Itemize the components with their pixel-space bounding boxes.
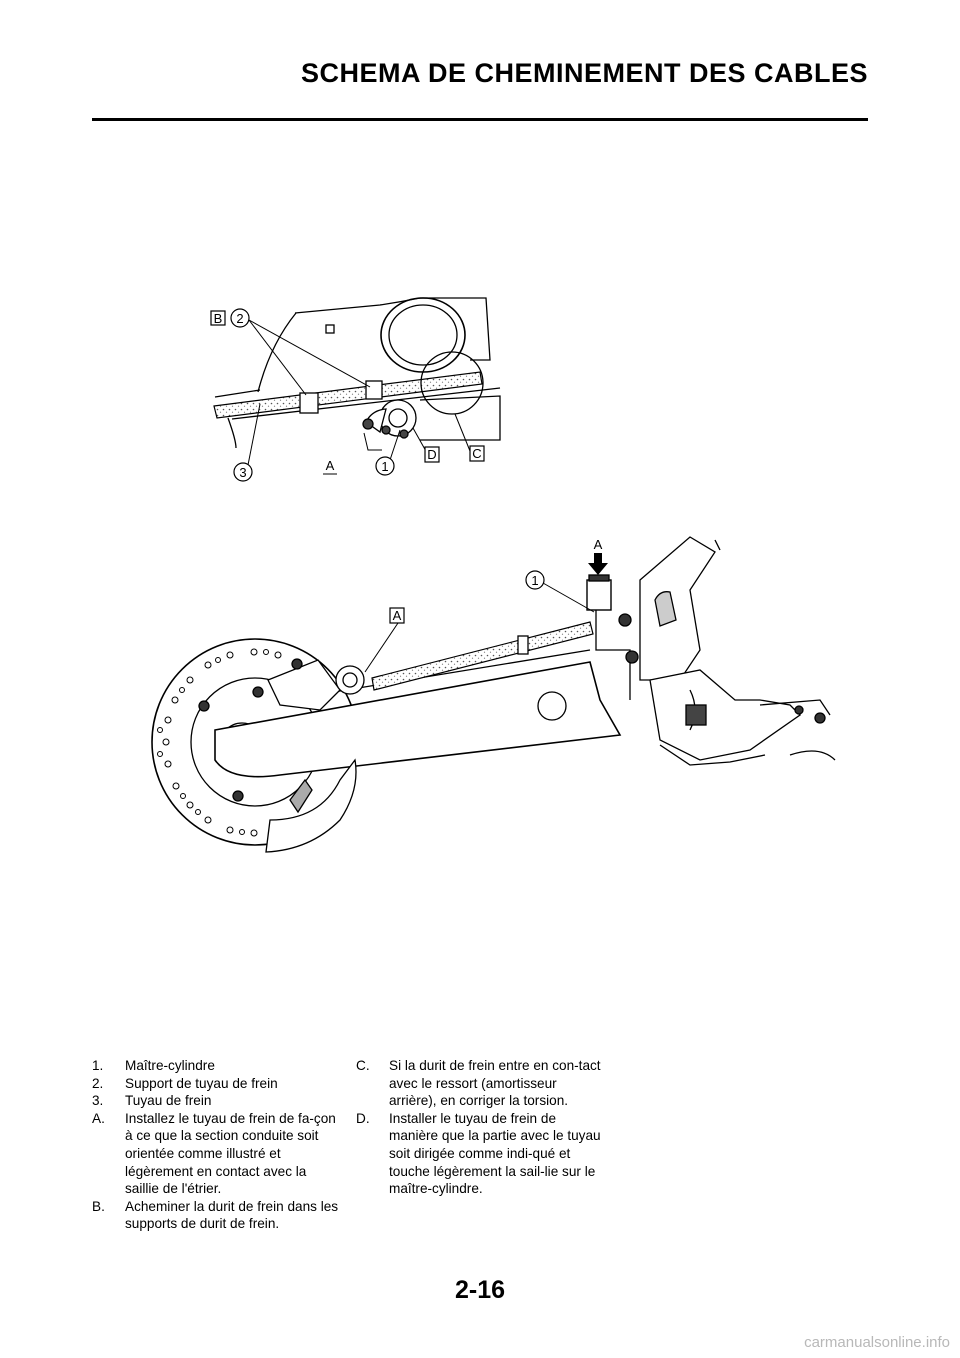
- page-title: SCHEMA DE CHEMINEMENT DES CABLES: [300, 58, 868, 88]
- legend-key: C.: [356, 1058, 370, 1073]
- callout-circle-2: [230, 308, 250, 328]
- legend-item: 1. Maître-cylindre: [92, 1057, 342, 1075]
- callout-a-underlined: A: [326, 458, 335, 473]
- arrow-label-a: A: [594, 537, 603, 552]
- down-arrow-icon: [588, 563, 608, 575]
- legend-text: Installez le tuyau de frein de fa-çon à …: [125, 1110, 336, 1197]
- legend-right: C. Si la durit de frein entre en con-tact…: [356, 1057, 606, 1198]
- legend-key: 2.: [92, 1075, 104, 1091]
- legend-text: Tuyau de frein: [125, 1093, 212, 1109]
- top-figure: [213, 297, 501, 466]
- callout-1: 1: [381, 459, 388, 474]
- legend-item: B. Acheminer la durit de frein dans les s…: [92, 1198, 342, 1233]
- callout-b: B: [214, 311, 223, 326]
- legend-item: C. Si la durit de frein entre en con-tact…: [356, 1057, 606, 1110]
- bottom-figure: [151, 536, 836, 853]
- legend-text: Si la durit de frein entre en con-tact a…: [389, 1058, 601, 1109]
- header-rule: [92, 118, 868, 121]
- callout-c: C: [472, 446, 481, 461]
- legend-key: A.: [92, 1110, 105, 1126]
- watermark: carmanualsonline.info: [804, 1334, 950, 1351]
- legend-item: 3. Tuyau de frein: [92, 1092, 342, 1110]
- callout-box-b: [210, 310, 226, 326]
- legend-item: D. Installer le tuyau de frein de manière…: [356, 1110, 606, 1198]
- legend-key: 3.: [92, 1093, 104, 1109]
- arrow-shaft: [594, 553, 602, 565]
- callout-box-d: [424, 446, 440, 463]
- legend-text: Maître-cylindre: [125, 1058, 215, 1073]
- callout-1-bottom: 1: [531, 573, 538, 588]
- legend-left: 1. Maître-cylindre 2. Support de tuyau de …: [92, 1057, 342, 1233]
- callout-circle-1-bottom: [525, 570, 545, 590]
- legend-key: 1.: [92, 1058, 104, 1073]
- callout-d: D: [427, 447, 436, 462]
- callout-box-a-bottom: [389, 607, 405, 624]
- legend-text: Installer le tuyau de frein de manière q…: [389, 1110, 601, 1197]
- callout-circle-1: [375, 456, 395, 476]
- callout-a-bottom: A: [393, 608, 402, 623]
- callout-circle-3: [233, 462, 253, 482]
- legend-item: 2. Support de tuyau de frein: [92, 1075, 342, 1093]
- page-number: 2-16: [454, 1276, 506, 1304]
- callout-2: 2: [236, 311, 243, 326]
- legend-item: A. Installez le tuyau de frein de fa-çon …: [92, 1110, 342, 1198]
- callout-box-c: [469, 445, 485, 462]
- callout-3: 3: [239, 465, 246, 480]
- legend-key: D.: [356, 1110, 370, 1126]
- legend-text: Acheminer la durit de frein dans les sup…: [125, 1198, 339, 1232]
- legend-text: Support de tuyau de frein: [125, 1075, 278, 1091]
- disc-holes: [157, 648, 282, 837]
- legend-key: B.: [92, 1198, 105, 1214]
